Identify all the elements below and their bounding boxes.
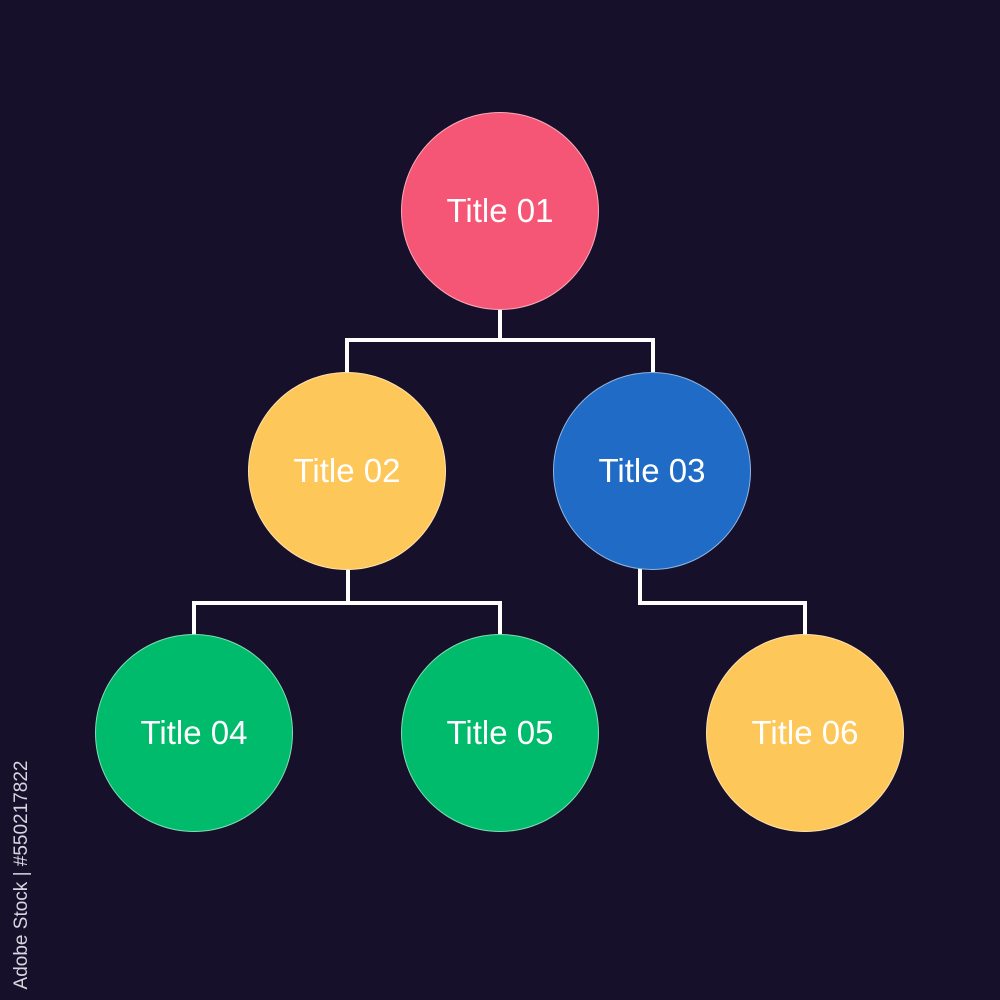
node-title-04: Title 04: [95, 634, 293, 832]
node-label: Title 05: [446, 714, 554, 751]
node-label: Title 01: [446, 192, 554, 229]
connector-03-06: [638, 568, 807, 636]
connector-02-04-05: [192, 601, 502, 636]
node-title-01: Title 01: [401, 112, 599, 310]
node-title-06: Title 06: [706, 634, 904, 832]
stock-credit: Adobe Stock | #550217822: [11, 760, 32, 990]
node-title-02: Title 02: [248, 372, 446, 570]
node-title-03: Title 03: [553, 372, 751, 570]
node-title-05: Title 05: [401, 634, 599, 832]
node-label: Title 06: [751, 714, 859, 751]
node-label: Title 03: [598, 452, 706, 489]
connector-01-02-03: [345, 338, 655, 373]
node-label: Title 02: [293, 452, 401, 489]
node-label: Title 04: [140, 714, 248, 751]
